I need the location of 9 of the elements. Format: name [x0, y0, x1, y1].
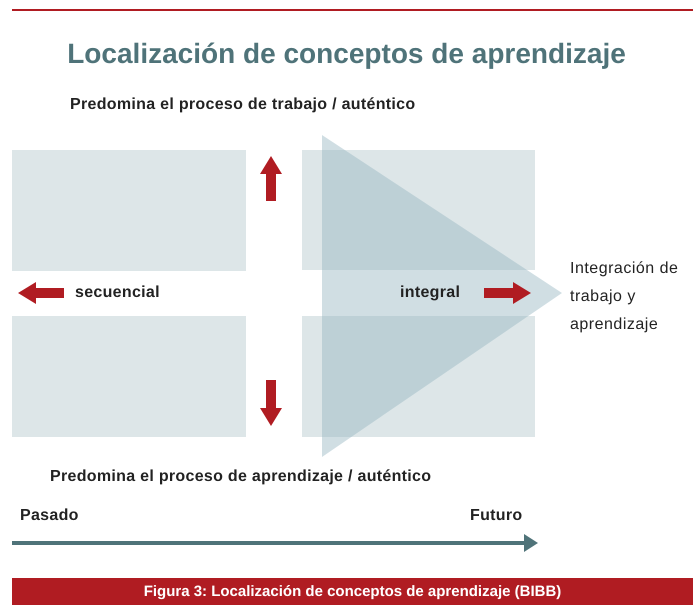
timeline-label: Futuro — [470, 507, 522, 525]
caption-bar: Figura 3: Localización de conceptos de aprendizaje (BIBB) — [12, 578, 693, 605]
axis-label: secuencial — [75, 284, 160, 302]
axis-label: integral — [400, 284, 460, 302]
axis-label: Predomina el proceso de trabajo / auténtico — [70, 96, 416, 114]
title: Localización de conceptos de aprendizaje — [66, 38, 627, 70]
axis-label: Predomina el proceso de aprendizaje / auténtico — [50, 468, 432, 486]
timeline-label: Pasado — [20, 507, 79, 525]
outcome-label: Integración de trabajo y aprendizaje — [570, 259, 680, 335]
